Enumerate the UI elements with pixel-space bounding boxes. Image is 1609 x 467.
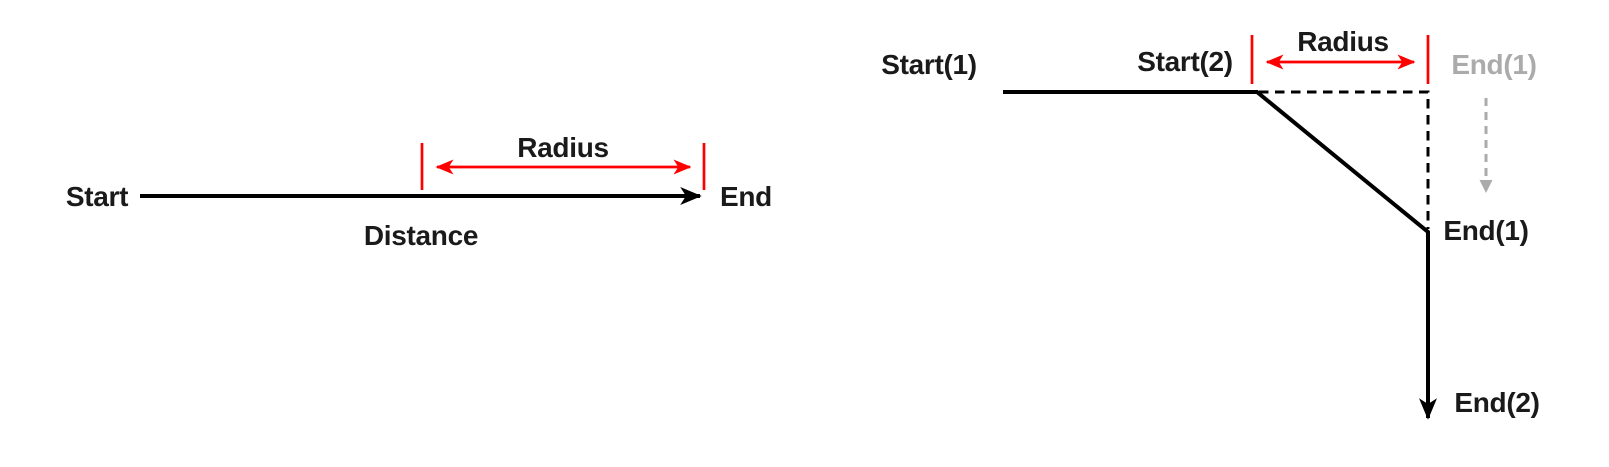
actual-path-line [1003,90,1437,420]
start-label: Start [65,181,129,212]
right-diagram-strokes [1003,35,1493,420]
end1-label: End(1) [1443,215,1529,246]
original-path-dashed-guide [1259,90,1430,229]
end-label: End [720,181,772,212]
left-diagram-strokes [140,143,706,205]
start2-label: Start(2) [1137,46,1233,77]
distance-label: Distance [363,220,479,251]
radius-label-2: Radius [1297,26,1389,57]
start1-label: Start(1) [881,49,977,80]
end2-label: End(2) [1454,387,1540,418]
radius-label: Radius [517,132,609,163]
end1-ghost-label: End(1) [1451,49,1537,80]
